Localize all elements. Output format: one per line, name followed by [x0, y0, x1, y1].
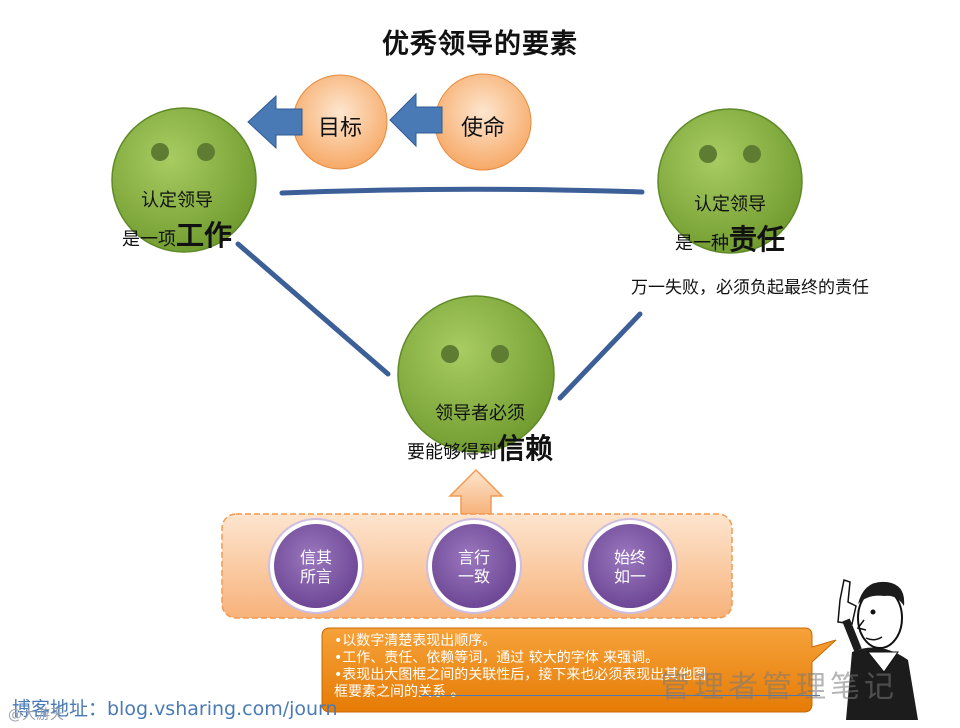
- mission-label: 使命: [460, 116, 505, 141]
- face-left-emphasis: 工作: [175, 219, 232, 252]
- purple-circle-3-text: 始终 如一: [590, 548, 670, 586]
- purple-circle-3: [582, 518, 678, 614]
- face-bottom-line1: 领导者必须: [435, 403, 525, 424]
- purple-2-line1: 言行: [457, 548, 490, 567]
- face-bottom: [397, 295, 555, 453]
- corner-watermark: @大游天: [8, 707, 64, 723]
- face-left-line2: 是一项工作: [112, 214, 242, 254]
- purple-3-line2: 如一: [613, 567, 646, 586]
- purple-2-line2: 一致: [457, 567, 490, 586]
- purple-circle-1: [268, 518, 364, 614]
- face-right-text: 认定领导 是一种责任: [660, 190, 800, 258]
- face-bottom-line2-prefix: 要能够得到: [406, 442, 497, 463]
- arrow-up: [448, 468, 504, 515]
- purple-circle-2: [426, 518, 522, 614]
- face-left-line2-prefix: 是一项: [121, 229, 176, 250]
- face-left: [111, 107, 257, 253]
- purple-1-line1: 信其: [299, 548, 332, 567]
- callout-text: •以数字清楚表现出顺序。 •工作、责任、依赖等词，通过 较大的字体 来强调。 •…: [334, 633, 804, 701]
- url-underline: [420, 695, 820, 696]
- page-title: 优秀领导的要素: [382, 29, 578, 60]
- arrow-left-2: [389, 92, 443, 148]
- speech-callout: [321, 627, 837, 713]
- callout-line-2: •工作、责任、依赖等词，通过 较大的字体 来强调。: [334, 650, 660, 666]
- target-label: 目标: [317, 116, 362, 141]
- callout-line-4: 框要素之间的关系 。: [334, 684, 465, 700]
- face-left-text: 认定领导 是一项工作: [112, 186, 242, 254]
- purple-circle-1-text: 信其 所言: [276, 548, 356, 586]
- face-right-line1: 认定领导: [694, 194, 766, 215]
- cartoon-man-illustration: [837, 579, 918, 720]
- face-right-line2: 是一种责任: [660, 218, 800, 258]
- face-bottom-text: 领导者必须 要能够得到信赖: [390, 399, 570, 467]
- callout-line-1: •以数字清楚表现出顺序。: [334, 633, 497, 649]
- face-right-emphasis: 责任: [728, 223, 785, 256]
- blog-url: 博客地址：blog.vsharing.com/journ: [12, 694, 338, 721]
- face-right-line2-prefix: 是一种: [674, 233, 729, 254]
- callout-line-3: •表现出大图框之间的关联性后，接下来也必须表现出其他图: [334, 667, 707, 683]
- purple-3-line1: 始终: [613, 548, 646, 567]
- purple-circle-2-text: 言行 一致: [434, 548, 514, 586]
- purple-1-line2: 所言: [299, 567, 332, 586]
- blog-url-text: 博客地址：blog.vsharing.com/journ: [12, 698, 338, 720]
- face-left-line1: 认定领导: [141, 190, 213, 211]
- connector-top: [279, 186, 645, 196]
- face-right: [657, 108, 803, 254]
- arrow-left-1: [247, 94, 303, 150]
- connector-right: [557, 311, 643, 401]
- watermark-text: 管理者管理笔记: [660, 670, 898, 705]
- face-bottom-emphasis: 信赖: [496, 432, 553, 465]
- responsibility-note: 万一失败，必须负起最终的责任: [631, 278, 869, 298]
- connector-left: [235, 241, 391, 377]
- face-bottom-line2: 要能够得到信赖: [390, 427, 570, 467]
